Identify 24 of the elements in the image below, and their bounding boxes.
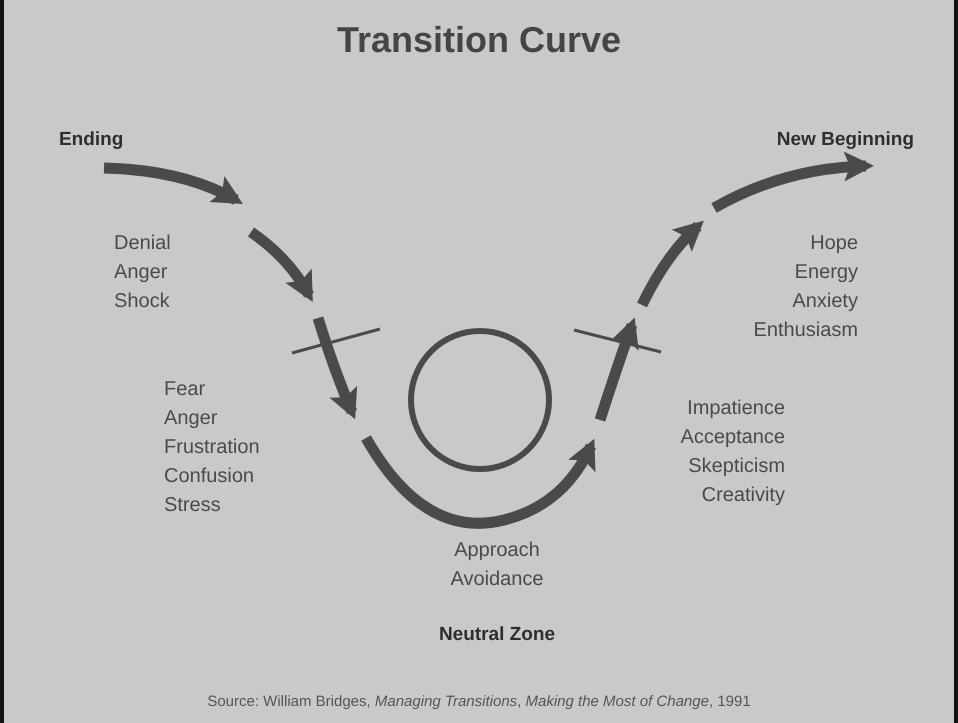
emotion-label: Approach (454, 538, 540, 562)
emotion-label: Acceptance (680, 425, 785, 449)
emotion-label: Impatience (687, 396, 785, 420)
title: Transition Curve (336, 18, 622, 62)
emotion-label: Anxiety (792, 289, 858, 313)
stage-label: New Beginning (776, 128, 914, 152)
source-note: Source: William Bridges, Managing Transitions, Making the Most of Change, 1991 (206, 692, 752, 712)
stage-label: Neutral Zone (438, 623, 556, 647)
emotion-label: Frustration (164, 435, 260, 459)
emotion-label: Shock (114, 289, 170, 313)
stage-label: Ending (59, 128, 124, 152)
circle-symbol (408, 328, 552, 472)
emotion-label: Skepticism (688, 454, 785, 478)
emotion-label: Denial (114, 231, 171, 255)
emotion-label: Hope (810, 231, 858, 255)
emotion-label: Anger (164, 406, 218, 430)
emotion-label: Avoidance (450, 567, 544, 591)
emotion-label: Stress (164, 493, 221, 517)
emotion-label: Anger (114, 260, 168, 284)
emotion-label: Fear (164, 377, 206, 401)
emotion-label: Energy (794, 260, 858, 284)
emotion-label: Enthusiasm (754, 318, 858, 342)
emotion-label: Confusion (164, 464, 254, 488)
emotion-label: Creativity (702, 483, 785, 507)
